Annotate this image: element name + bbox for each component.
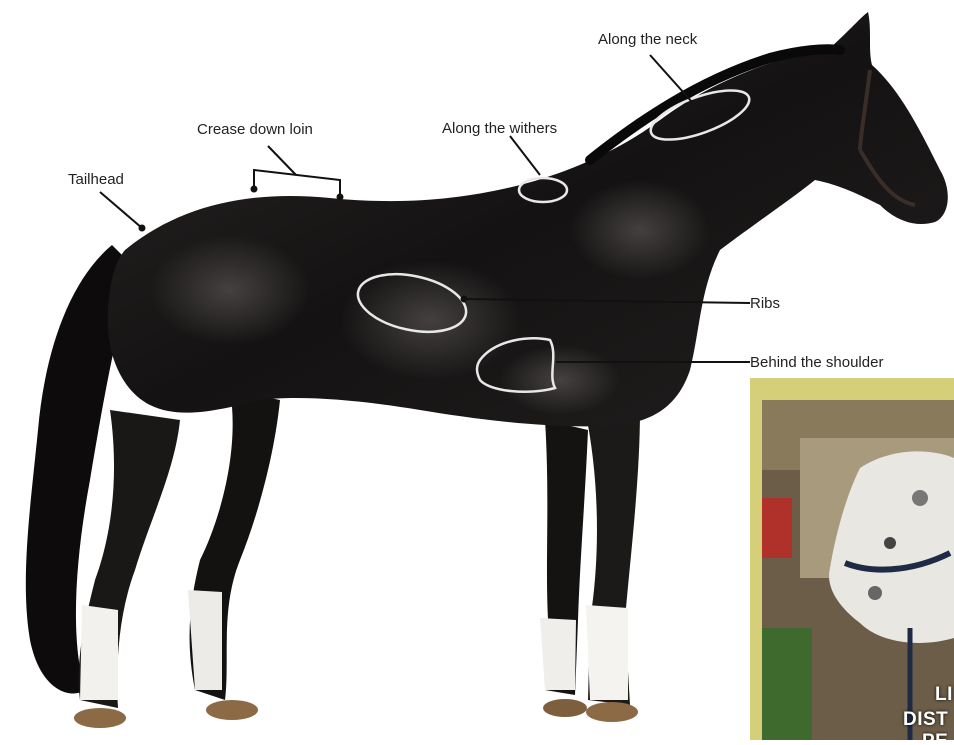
label-along-the-neck: Along the neck [598,31,697,48]
leader-tailhead-dot [140,226,145,231]
inset-caption-line1: LI [935,684,953,706]
horse-hoof-3 [543,699,587,717]
leader-crease-bracket [254,170,340,197]
label-crease-down-loin: Crease down loin [197,121,313,138]
horse-hoof-2 [206,700,258,720]
inset-photo [750,378,954,740]
label-tailhead: Tailhead [68,171,124,188]
label-along-the-withers: Along the withers [442,120,557,137]
leader-crease-down-loin [268,146,296,175]
horse-sock-front-far [540,618,576,690]
label-behind-the-shoulder: Behind the shoulder [750,354,883,371]
leader-along-the-withers [510,136,540,175]
leader-along-the-neck [650,55,692,102]
inset-caption-line2: DIST [903,709,948,731]
horse-hoof-1 [74,708,126,728]
leader-tailhead [100,192,142,228]
horse-sock-front-near [586,605,628,700]
horse-sock-hind-near [80,605,118,700]
label-ribs: Ribs [750,295,780,312]
horse-hoof-4 [586,702,638,722]
inset-caption-line3: PE [922,731,948,740]
